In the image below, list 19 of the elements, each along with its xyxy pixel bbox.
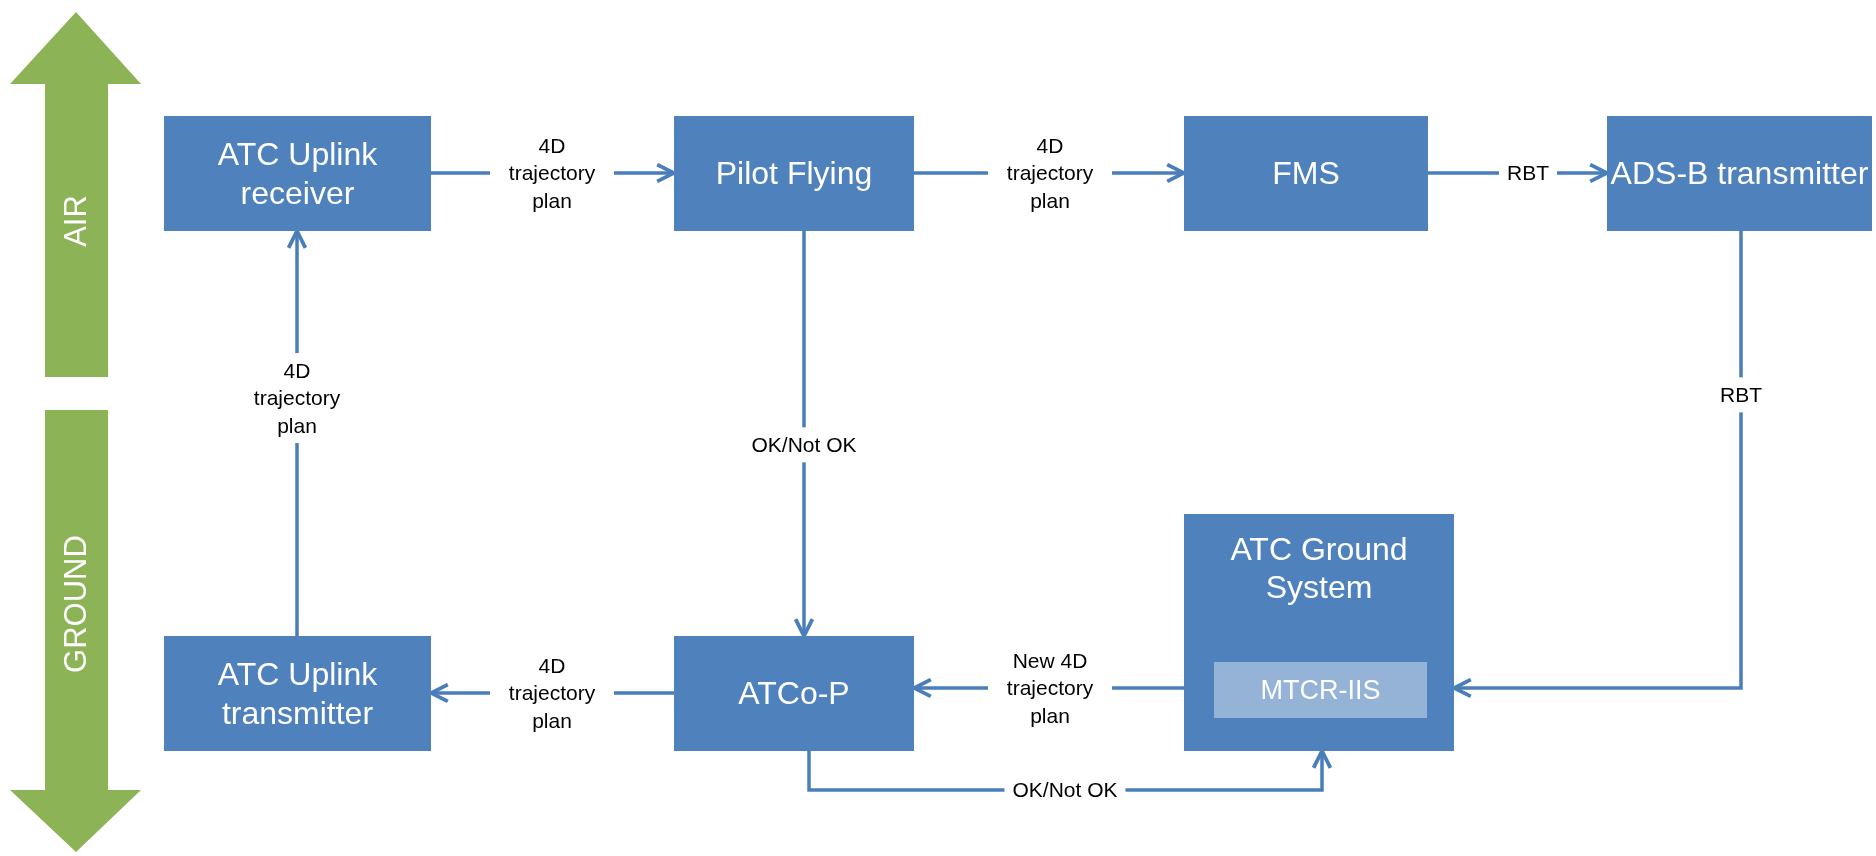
process-box [1184, 514, 1454, 751]
arrow [793, 231, 815, 638]
box-label: Pilot Flying [715, 154, 873, 193]
box-label: ADS-B transmitter [1610, 154, 1869, 193]
box-label: MTCR-IIS [1260, 673, 1381, 707]
process-box [674, 636, 914, 751]
process-box [164, 636, 431, 751]
process-box [674, 116, 914, 231]
band-label: AIR [56, 195, 94, 247]
process-box [1184, 116, 1428, 231]
box-label: ATCo-P [738, 674, 850, 713]
box-label: ATC Uplink transmitter [216, 655, 379, 732]
box-label: ATC Ground System [1229, 530, 1409, 607]
process-box [164, 116, 431, 231]
band-label: GROUND [56, 535, 94, 673]
process-box [1607, 116, 1872, 231]
box-label: ATC Uplink receiver [216, 135, 379, 212]
box-label: FMS [1272, 154, 1340, 193]
subsystem-box [1214, 662, 1427, 718]
